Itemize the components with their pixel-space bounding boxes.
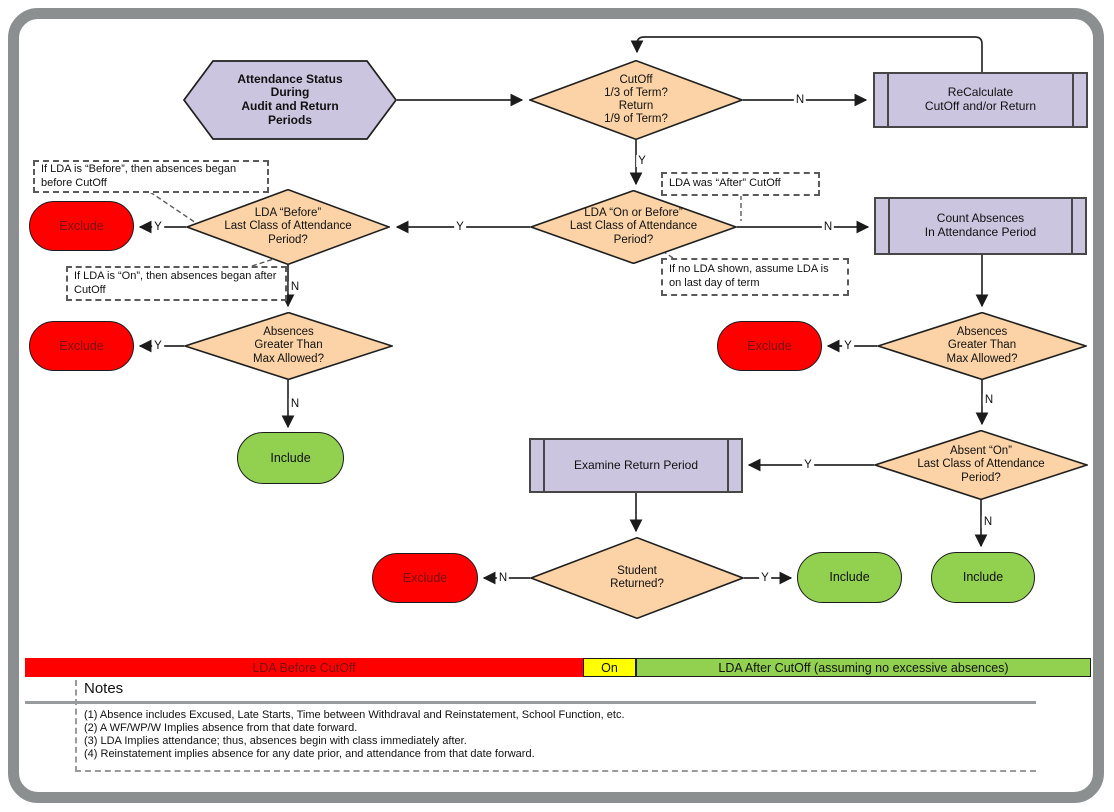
terminal-include-1: Include <box>237 432 344 484</box>
process-side-bar <box>1071 199 1073 253</box>
decision-lda-on-or-before: LDA “On or Before” Last Class of Attenda… <box>530 190 737 264</box>
callout-on-after-cutoff: If LDA is “On”, then absences began afte… <box>66 266 287 301</box>
callout-lda-was-after: LDA was “After” CutOff <box>661 172 820 196</box>
terminal-exclude-2: Exclude <box>29 321 134 371</box>
process-side-bar <box>543 440 545 491</box>
callout-link-before-cutoff <box>149 191 197 224</box>
edge-label-y: Y <box>152 221 164 233</box>
process-count-absences: Count Absences In Attendance Period <box>874 197 1087 255</box>
recalculate-label: ReCalculate CutOff and/or Return <box>924 85 1037 113</box>
count-absences-label: Count Absences In Attendance Period <box>924 211 1037 239</box>
decision-cutoff-term: CutOff 1/3 of Term? Return 1/9 of Term? <box>529 60 743 140</box>
exclude-label: Exclude <box>59 338 104 353</box>
callout-before-cutoff: If LDA is “Before”, then absences began … <box>33 160 269 193</box>
notes-bottom-dashed-line <box>75 770 1036 772</box>
legend-on: On <box>583 658 636 677</box>
edge-label-n: N <box>981 516 995 528</box>
exclude-label: Exclude <box>747 338 792 353</box>
process-side-bar <box>727 440 729 491</box>
edge-label-y: Y <box>636 155 648 167</box>
callout-text: If no LDA shown, assume LDA is on last d… <box>669 263 829 289</box>
terminal-include-2: Include <box>931 552 1035 603</box>
examine-return-label: Examine Return Period <box>573 457 699 472</box>
exclude-label: Exclude <box>402 570 448 585</box>
diamond-shape <box>530 537 744 619</box>
hexagon-shape <box>183 60 397 140</box>
notes-divider-line <box>25 701 1036 704</box>
callout-no-lda-shown: If no LDA shown, assume LDA is on last d… <box>661 258 849 296</box>
decision-absences-max-left: Absences Greater Than Max Allowed? <box>184 312 393 380</box>
include-label: Include <box>829 570 870 585</box>
decision-student-returned: Student Returned? <box>530 537 744 619</box>
edge-label-y: Y <box>842 340 854 352</box>
include-label: Include <box>962 570 1004 585</box>
diamond-shape <box>877 312 1087 380</box>
terminal-include-3: Include <box>797 552 902 603</box>
note-item-1: (1) Absence includes Excused, Late Start… <box>84 709 625 721</box>
callout-text: If LDA is “On”, then absences began afte… <box>74 269 277 296</box>
process-side-bar <box>888 199 890 253</box>
exclude-label: Exclude <box>59 218 104 233</box>
diamond-shape <box>186 189 390 265</box>
student-returned-label: Student Returned? <box>610 564 664 590</box>
edge-label-n: N <box>821 221 835 233</box>
terminal-exclude-1: Exclude <box>29 201 134 251</box>
decision-absent-on-lda: Absent “On” Last Class of Attendance Per… <box>874 430 1088 500</box>
process-side-bar <box>1072 74 1074 126</box>
note-item-2: (2) A WF/WP/W Implies absence from that … <box>84 722 358 734</box>
edge-label-y: Y <box>454 221 466 233</box>
decision-absences-max-right: Absences Greater Than Max Allowed? <box>877 312 1087 380</box>
process-side-bar <box>887 74 889 126</box>
edge-label-y: Y <box>802 459 814 471</box>
page-frame <box>8 8 1104 803</box>
legend-yellow-label: On <box>601 660 618 675</box>
legend-lda-before-cutoff: LDA Before CutOff <box>25 658 583 677</box>
start-label: Attendance Status During Audit and Retur… <box>237 71 343 127</box>
edge-label-n: N <box>982 394 996 406</box>
terminal-exclude-4: Exclude <box>372 553 478 603</box>
notes-heading: Notes <box>84 680 124 697</box>
legend-green-label: LDA After CutOff (assuming no excessive … <box>718 660 1009 675</box>
start-hexagon: Attendance Status During Audit and Retur… <box>183 60 397 140</box>
lda-before-label: LDA “Before” Last Class of Attendance Pe… <box>224 207 352 246</box>
diamond-shape <box>529 60 743 140</box>
edge-label-y: Y <box>152 340 164 352</box>
process-examine-return: Examine Return Period <box>529 438 743 493</box>
edge-label-y: Y <box>759 572 771 584</box>
diamond-shape <box>530 190 737 264</box>
include-label: Include <box>270 450 311 465</box>
edge-label-n: N <box>793 94 807 106</box>
notes-left-dashed-line <box>75 680 77 772</box>
legend-red-label: LDA Before CutOff <box>252 660 356 675</box>
decision-cutoff-label: CutOff 1/3 of Term? Return 1/9 of Term? <box>604 73 668 126</box>
absences-max-label: Absences Greater Than Max Allowed? <box>253 326 324 365</box>
note-item-4: (4) Reinstatement implies absence for an… <box>84 748 535 760</box>
callout-text: LDA was “After” CutOff <box>669 177 781 190</box>
callout-text: If LDA is “Before”, then absences began … <box>41 162 237 189</box>
arrow-recalc-loop <box>630 36 983 72</box>
edge-label-n: N <box>496 572 510 584</box>
terminal-exclude-3: Exclude <box>717 321 822 371</box>
note-item-3: (3) LDA Implies attendance; thus, absenc… <box>84 735 467 747</box>
edge-label-n: N <box>288 398 302 410</box>
absent-on-label: Absent “On” Last Class of Attendance Per… <box>917 445 1045 484</box>
diamond-shape <box>184 312 393 380</box>
process-recalculate: ReCalculate CutOff and/or Return <box>873 72 1088 128</box>
diamond-shape <box>874 430 1088 500</box>
decision-lda-before: LDA “Before” Last Class of Attendance Pe… <box>186 189 390 265</box>
legend-lda-after-cutoff: LDA After CutOff (assuming no excessive … <box>636 658 1091 677</box>
lda-on-or-before-label: LDA “On or Before” Last Class of Attenda… <box>569 207 698 246</box>
edge-label-n: N <box>288 281 302 293</box>
absences-max-label: Absences Greater Than Max Allowed? <box>946 326 1018 365</box>
